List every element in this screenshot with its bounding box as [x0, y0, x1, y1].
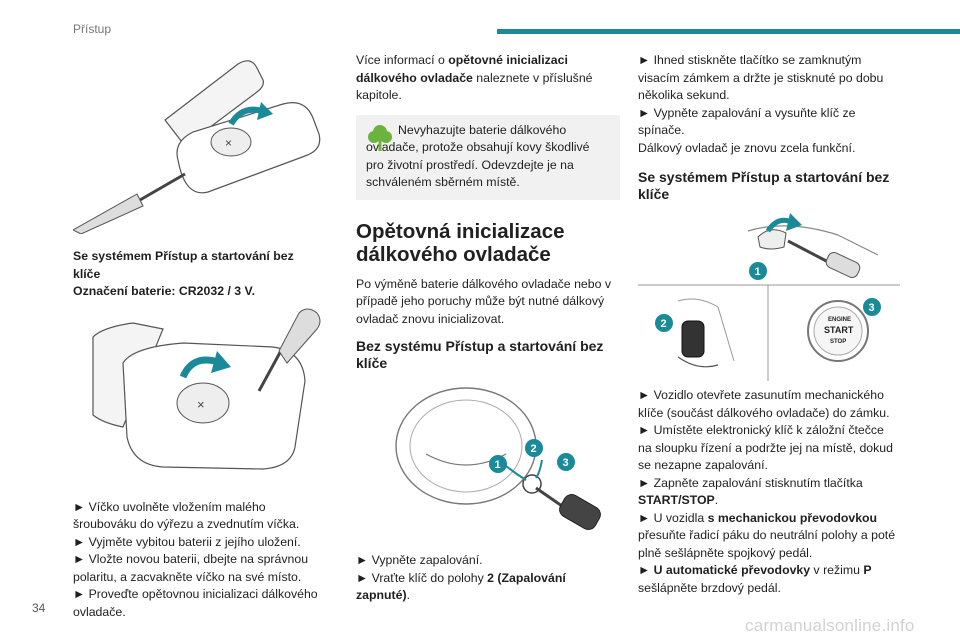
keyless-fob-illustration: × — [73, 307, 323, 479]
stop-label: STOP — [830, 339, 846, 345]
subheading-with-keyless: Se systémem Přístup a startování bez klí… — [638, 169, 890, 202]
eco-note-box: Nevyhazujte baterie dálkového ovladače, … — [356, 114, 620, 200]
badge-3: 3 — [863, 298, 881, 316]
steering-ignition-illustration: 1 2 3 — [356, 384, 620, 542]
svg-text:3: 3 — [869, 302, 875, 314]
badge-2: 2 — [525, 439, 543, 457]
step-reinitialize: ► Proveďte opětovnou inicializaci dálkov… — [73, 587, 318, 619]
svg-text:×: × — [197, 397, 205, 412]
step-press-start: ► Zapněte zapalování stisknutím tlačítka… — [638, 475, 863, 508]
step-press-lock: ► Ihned stiskněte tlačítko se zamknutým … — [638, 53, 884, 102]
step-place-key: ► Umístěte elektronický klíč k záložní č… — [638, 423, 893, 472]
column-right: ► Ihned stiskněte tlačítko se zamknutým … — [638, 52, 900, 597]
start-label: START — [824, 325, 854, 335]
badge-1: 1 — [489, 455, 507, 473]
svg-text:1: 1 — [495, 459, 501, 471]
svg-text:×: × — [225, 136, 232, 150]
key-fob-illustration: × — [71, 52, 323, 235]
reinit-paragraph: Po výměně baterie dálkového ovladače neb… — [356, 276, 611, 326]
page-number: 34 — [32, 601, 46, 615]
step-open-vehicle: ► Vozidlo otevřete zasunutím mechanickéh… — [638, 388, 890, 420]
header-accent-bar — [497, 29, 960, 34]
step-insert-battery: ► Vložte novou baterii, dbejte na správn… — [73, 552, 309, 584]
step-remove-key: ► Vypněte zapalování a vysuňte klíč ze s… — [638, 105, 856, 138]
keyless-procedure-illustration: 1 2 ENGINE START STOP 3 — [638, 211, 900, 381]
badge-2: 2 — [655, 314, 673, 332]
svg-text:1: 1 — [755, 266, 761, 278]
tree-icon — [368, 124, 392, 151]
heading-reinitialization: Opětovná inicializace dálkového ovladače — [356, 219, 565, 266]
caption-battery-type: Označení baterie: CR2032 / 3 V. — [73, 284, 256, 298]
step-key-position-2: ► Vraťte klíč do polohy 2 (Zapalování za… — [356, 570, 566, 603]
svg-text:2: 2 — [531, 443, 537, 455]
watermark: carmanualsonline.info — [745, 616, 915, 635]
badge-3: 3 — [557, 453, 575, 471]
intro-paragraph: Více informací o opětovné inicializaci d… — [356, 53, 593, 102]
step-automatic-gearbox: ► U automatické převodovky v režimu P se… — [638, 563, 872, 595]
step-manual-gearbox: ► U vozidla s mechanickou převodovkou př… — [638, 510, 896, 560]
column-middle: Více informací o opětovné inicializaci d… — [356, 52, 620, 605]
eco-note-text: Nevyhazujte baterie dálkového ovladače, … — [366, 122, 590, 190]
engine-label: ENGINE — [828, 317, 851, 323]
svg-text:3: 3 — [563, 457, 569, 469]
step-remove-battery: ► Vyjměte vybitou baterii z jejího ulože… — [73, 534, 301, 549]
svg-text:2: 2 — [661, 318, 667, 330]
step-remove-cover: ► Víčko uvolněte vložením malého šroubov… — [73, 499, 300, 532]
column-left: × Se systémem Přístup a startování bez k… — [71, 52, 323, 621]
section-title: Přístup — [73, 22, 112, 36]
status-functional: Dálkový ovladač je znovu zcela funkční. — [638, 140, 856, 155]
badge-1: 1 — [749, 262, 767, 280]
caption-keyless: Se systémem Přístup a startování bez klí… — [73, 249, 294, 281]
step-ignition-off: ► Vypněte zapalování. — [356, 553, 483, 567]
subheading-without-keyless: Bez systému Přístup a startování bez klí… — [356, 338, 604, 371]
